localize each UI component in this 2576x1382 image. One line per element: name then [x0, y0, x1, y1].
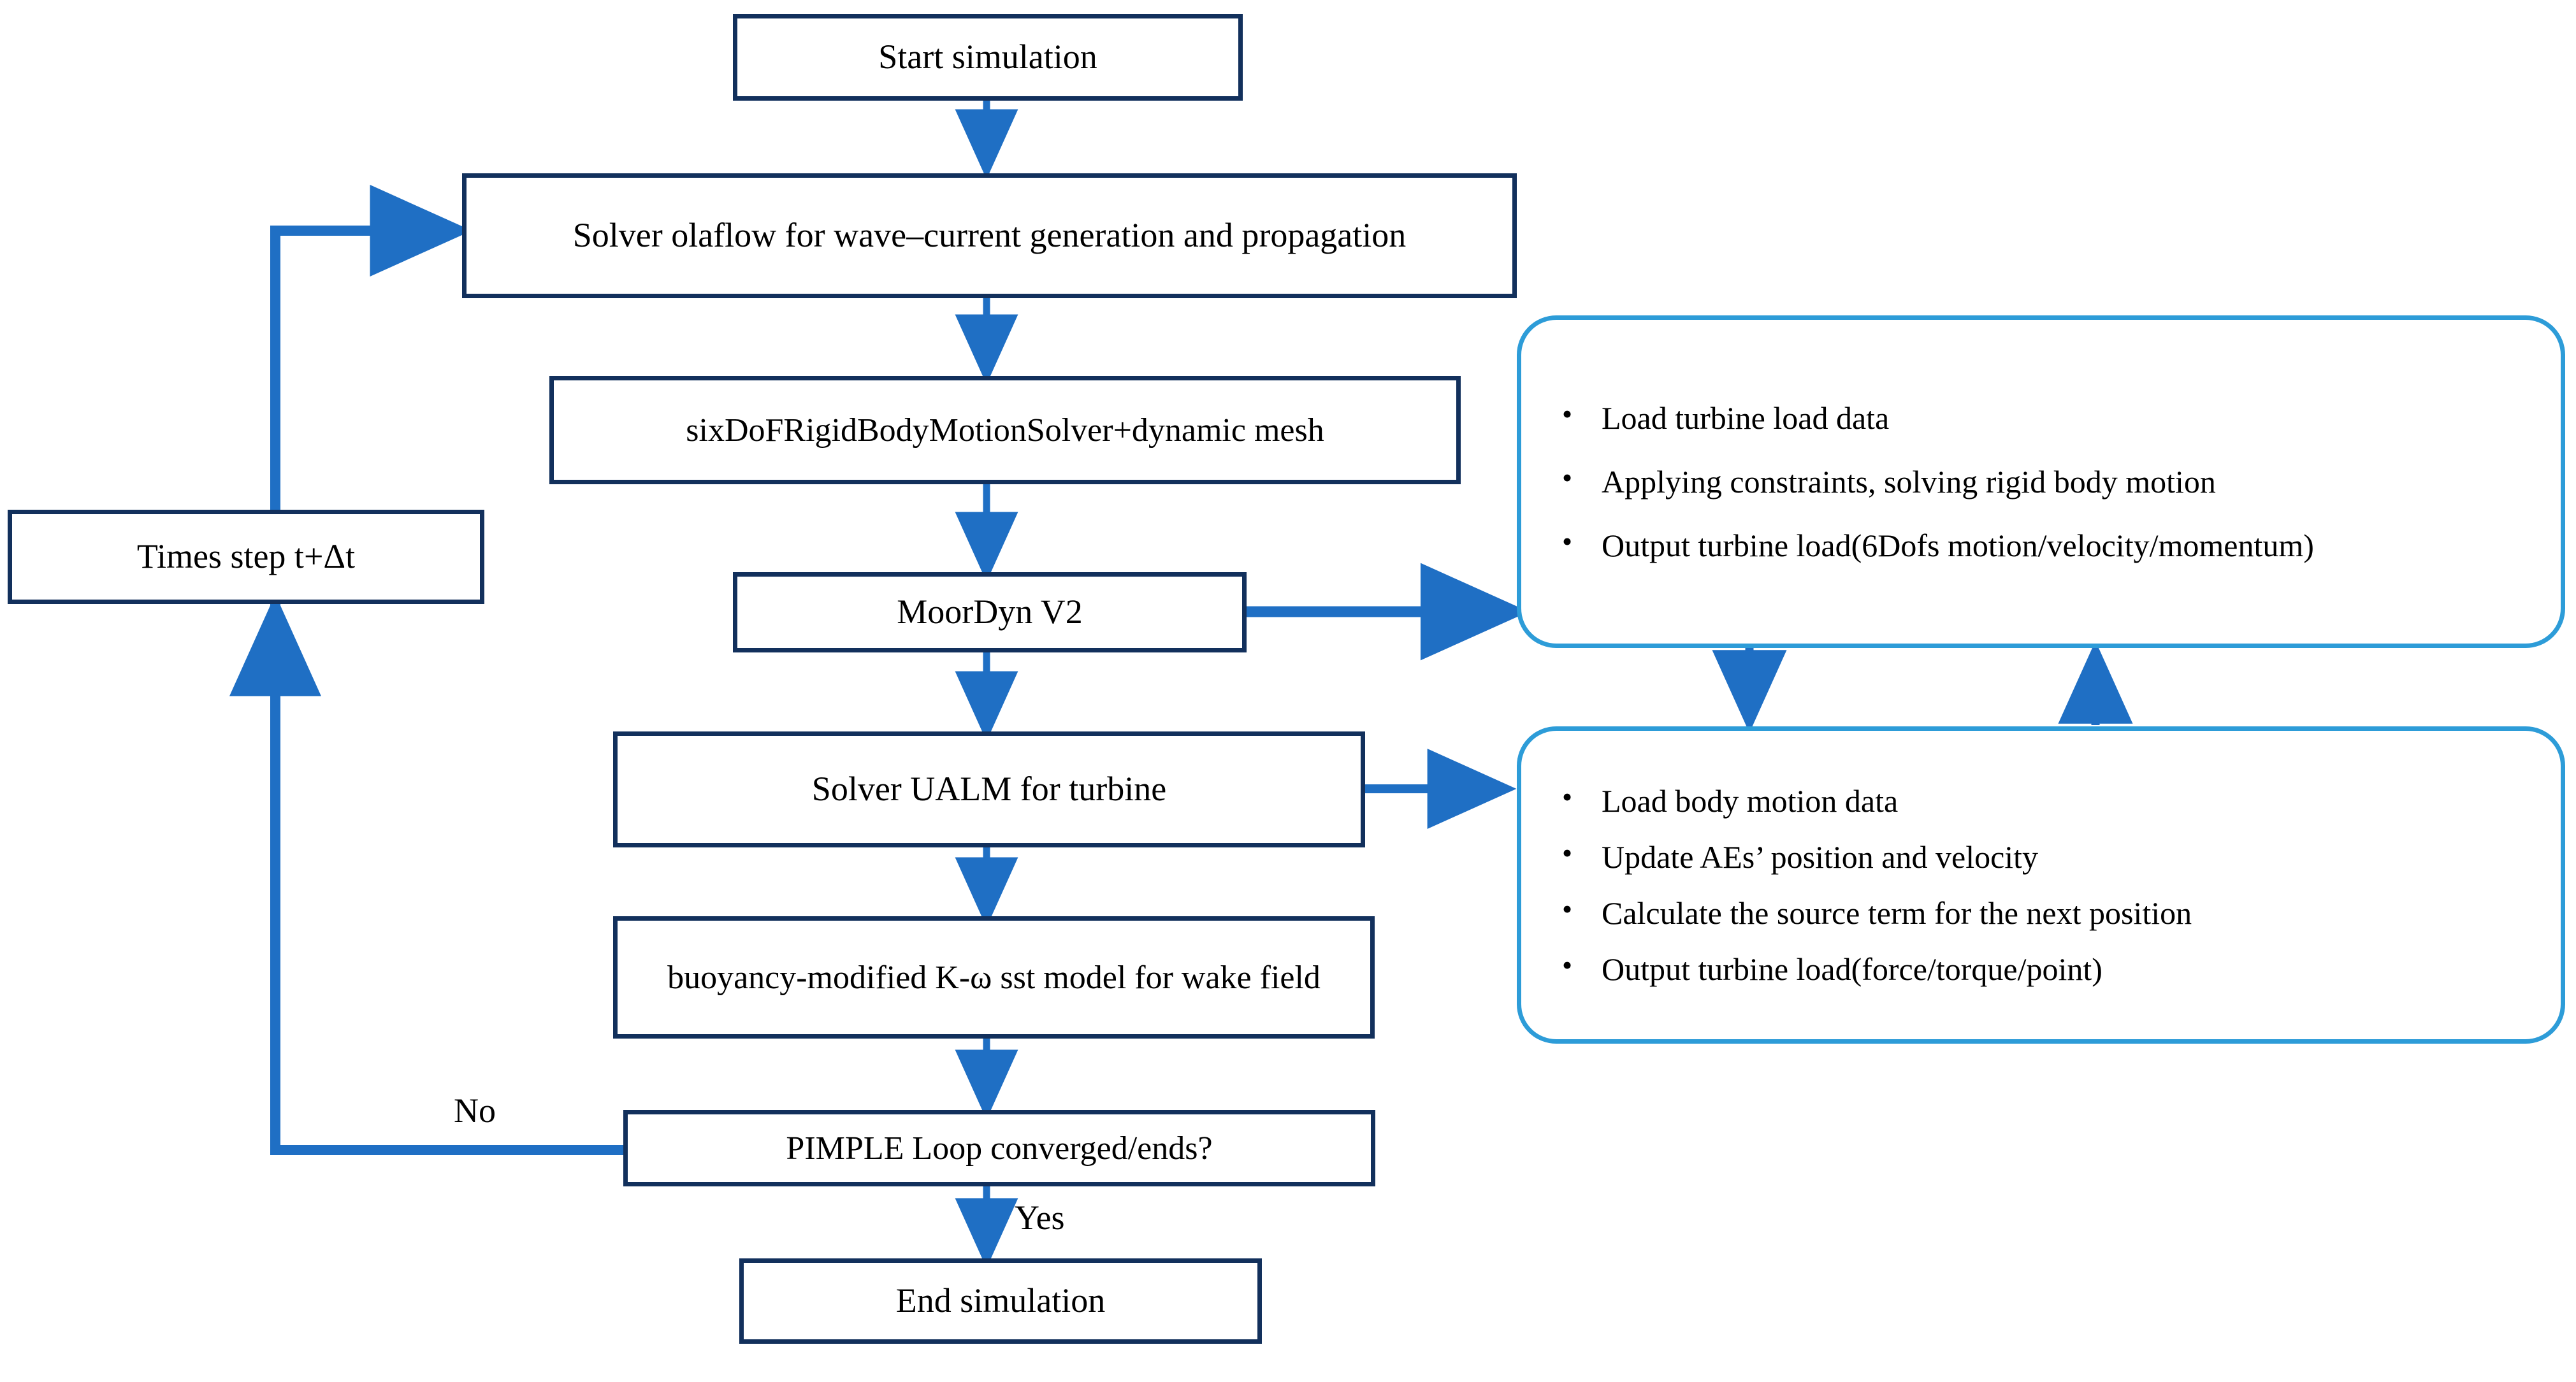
- edge-label-no: No: [454, 1091, 496, 1130]
- node-solver-olaflow-label: Solver olaflow for wave–current generati…: [572, 216, 1407, 255]
- node-moordyn-v2[interactable]: MoorDyn V2: [733, 572, 1247, 652]
- node-end-simulation-label: End simulation: [895, 1281, 1106, 1320]
- node-pimple-loop-decision[interactable]: PIMPLE Loop converged/ends?: [623, 1110, 1375, 1186]
- list-item: Update AEs’ position and velocity: [1556, 838, 2526, 875]
- node-solver-ualm-label: Solver UALM for turbine: [811, 770, 1167, 809]
- edge-label-yes: Yes: [1015, 1198, 1065, 1237]
- list-item: Output turbine load(force/torque/point): [1556, 950, 2526, 987]
- arrow-pimple-no-to-olaflow: [270, 185, 628, 1155]
- node-start-simulation-label: Start simulation: [878, 38, 1097, 76]
- list-item: Applying constraints, solving rigid body…: [1556, 463, 2526, 500]
- node-pimple-loop-decision-label: PIMPLE Loop converged/ends?: [786, 1130, 1213, 1167]
- node-start-simulation[interactable]: Start simulation: [733, 14, 1243, 101]
- node-sixdof-solver-label: sixDoFRigidBodyMotionSolver+dynamic mesh: [686, 412, 1324, 449]
- list-item: Load turbine load data: [1556, 399, 2526, 436]
- node-solver-ualm[interactable]: Solver UALM for turbine: [613, 731, 1365, 847]
- list-item: Load body motion data: [1556, 782, 2526, 819]
- node-sixdof-solver[interactable]: sixDoFRigidBodyMotionSolver+dynamic mesh: [549, 376, 1461, 484]
- list-item: Calculate the source term for the next p…: [1556, 894, 2526, 931]
- actuator-line-bullet-list: Load body motion data Update AEs’ positi…: [1556, 782, 2526, 987]
- node-solver-olaflow[interactable]: Solver olaflow for wave–current generati…: [462, 173, 1517, 298]
- node-moordyn-v2-label: MoorDyn V2: [897, 593, 1083, 631]
- node-turbulence-model-label: buoyancy-modified K-ω sst model for wake…: [667, 959, 1321, 996]
- actuator-line-panel[interactable]: Load body motion data Update AEs’ positi…: [1517, 726, 2565, 1044]
- node-turbulence-model[interactable]: buoyancy-modified K-ω sst model for wake…: [613, 916, 1375, 1039]
- node-end-simulation[interactable]: End simulation: [739, 1258, 1262, 1344]
- rigid-body-motion-bullet-list: Load turbine load data Applying constrai…: [1556, 399, 2526, 563]
- rigid-body-motion-panel[interactable]: Load turbine load data Applying constrai…: [1517, 315, 2565, 648]
- node-time-step[interactable]: Times step t+Δt: [8, 510, 484, 604]
- list-item: Output turbine load(6Dofs motion/velocit…: [1556, 526, 2526, 563]
- node-time-step-label: Times step t+Δt: [136, 537, 356, 576]
